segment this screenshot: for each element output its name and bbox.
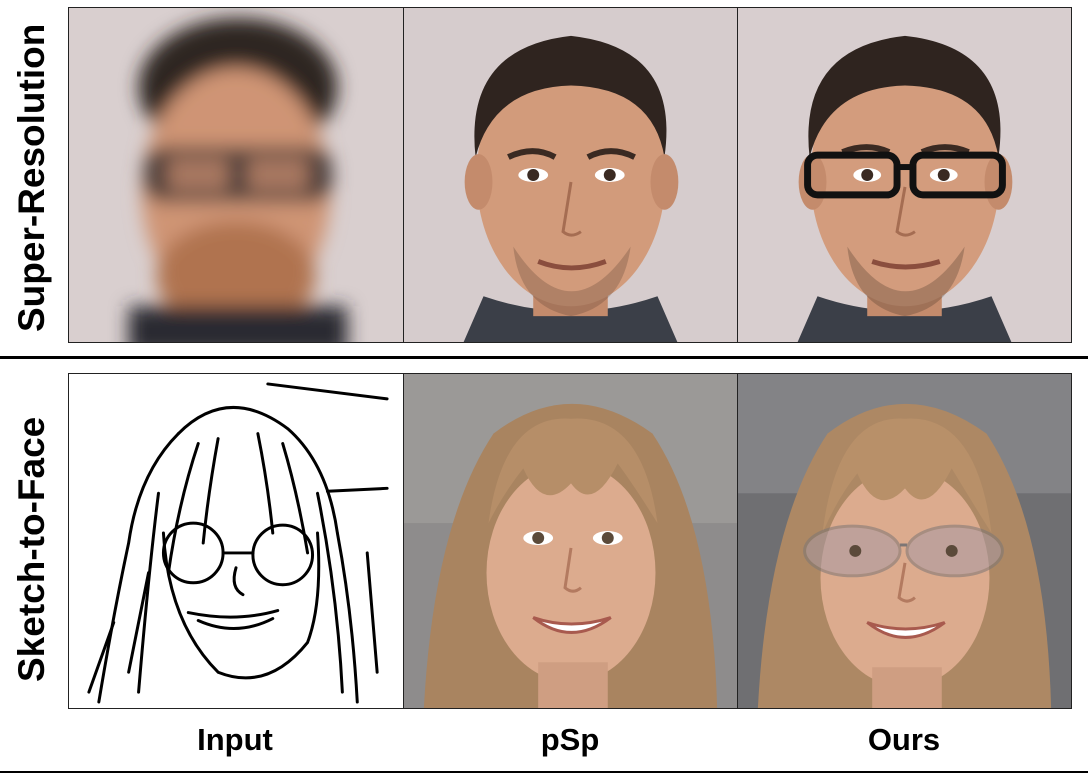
sketch-input-image [68, 373, 404, 709]
sr-input-image [68, 7, 404, 343]
sr-psp-image [403, 7, 738, 343]
column-label-psp: pSp [540, 722, 600, 757]
row-label-sketch-to-face: Sketch-to-Face [11, 416, 52, 682]
row-label-super-resolution: Super-Resolution [11, 23, 52, 332]
bottom-rule [0, 771, 1088, 773]
column-label-ours: Ours [867, 722, 941, 757]
sr-ours-image [737, 7, 1072, 343]
sketch-ours-image [737, 373, 1072, 709]
row-divider [0, 356, 1088, 359]
column-label-input: Input [197, 722, 273, 757]
sketch-psp-image [403, 373, 738, 709]
